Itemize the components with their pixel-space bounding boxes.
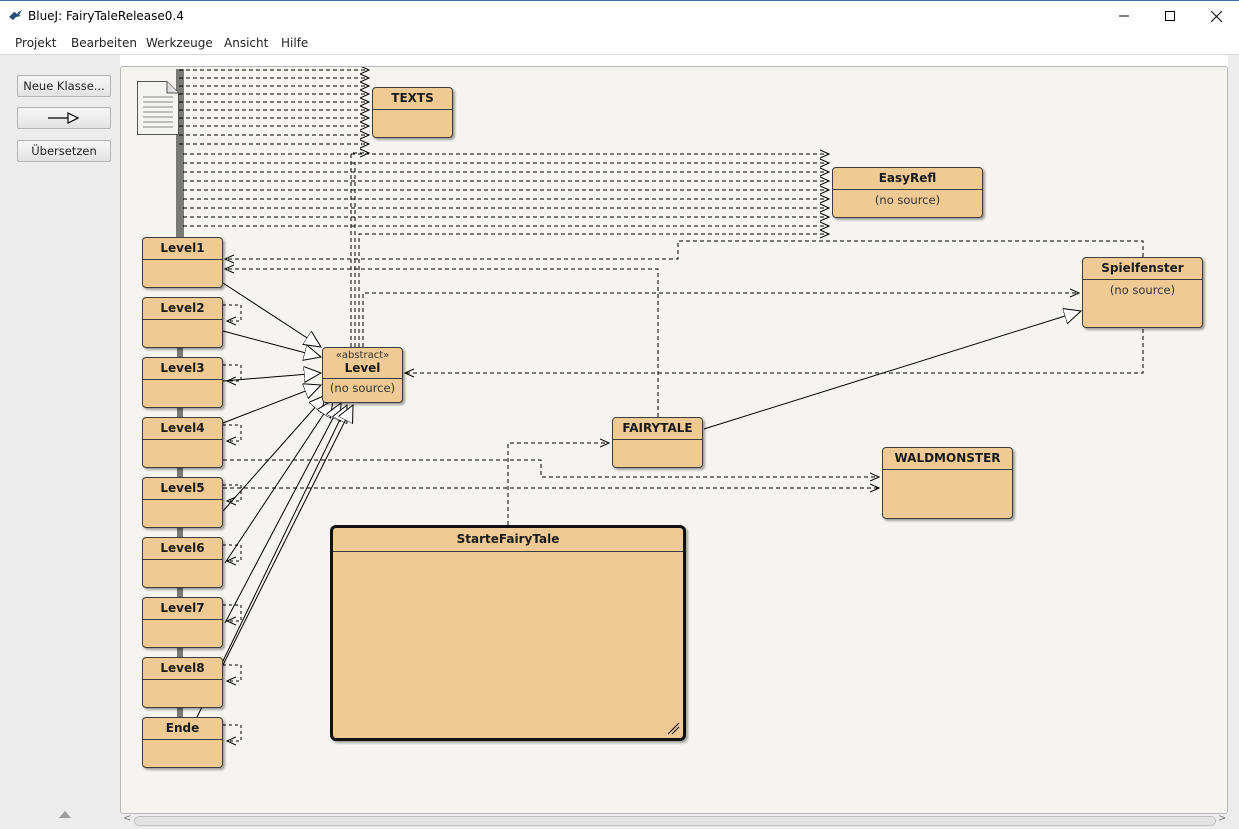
compile-button[interactable]: Übersetzen [17, 140, 111, 162]
class-level4[interactable]: Level4 [142, 417, 223, 468]
title-bar: BlueJ: FairyTaleRelease0.4 [0, 0, 1239, 31]
menu-bearbeiten[interactable]: Bearbeiten [71, 36, 137, 50]
class-name: Level8 [160, 661, 205, 675]
class-name: StarteFairyTale [456, 532, 560, 546]
menu-bar: Projekt Bearbeiten Werkzeuge Ansicht Hil… [0, 31, 1239, 55]
class-name: WALDMONSTER [894, 451, 1001, 465]
class-level8[interactable]: Level8 [142, 657, 223, 708]
class-level7[interactable]: Level7 [142, 597, 223, 648]
close-icon [1210, 10, 1222, 22]
new-uses-arrow-button[interactable] [17, 107, 111, 129]
class-name: Level5 [160, 481, 205, 495]
class-name: Ende [165, 721, 200, 735]
class-level2[interactable]: Level2 [142, 297, 223, 348]
class-easyrefl[interactable]: EasyRefl (no source) [832, 167, 983, 218]
class-name: Level6 [160, 541, 205, 555]
class-level6[interactable]: Level6 [142, 537, 223, 588]
deps-to-easyrefl [183, 154, 829, 347]
class-name: Level7 [160, 601, 205, 615]
class-level-abstract[interactable]: «abstract» Level (no source) [322, 347, 403, 403]
class-waldmonster[interactable]: WALDMONSTER [882, 447, 1013, 519]
class-ende[interactable]: Ende [142, 717, 223, 768]
dependency-arrows [176, 67, 1144, 814]
deps-main [223, 443, 879, 525]
inheritance-arrows [196, 282, 1081, 718]
class-level5[interactable]: Level5 [142, 477, 223, 528]
class-status: (no source) [329, 381, 396, 395]
scroll-right-icon[interactable]: > [1218, 813, 1227, 824]
menu-hilfe[interactable]: Hilfe [281, 36, 309, 50]
scroll-left-icon[interactable]: < [123, 813, 132, 824]
close-button[interactable] [1193, 1, 1239, 31]
resize-handle-icon[interactable] [666, 721, 680, 735]
maximize-button[interactable] [1147, 1, 1193, 31]
new-class-button[interactable]: Neue Klasse... [17, 75, 111, 97]
class-stereotype: «abstract» [335, 350, 390, 361]
class-name: Level4 [160, 421, 205, 435]
class-name: Level1 [160, 241, 205, 255]
class-status: (no source) [874, 193, 941, 207]
maximize-icon [1165, 11, 1175, 21]
deps-to-texts [179, 70, 369, 347]
triangle-up-icon[interactable] [58, 809, 72, 819]
tool-panel: Neue Klasse... Übersetzen [0, 55, 120, 829]
trunk-lines [176, 69, 184, 717]
class-spielfenster[interactable]: Spielfenster (no source) [1082, 257, 1203, 328]
horizontal-scrollbar[interactable]: < > [122, 813, 1227, 826]
class-name: Level [344, 361, 381, 375]
scrollbar-thumb[interactable] [134, 816, 1216, 826]
menu-projekt[interactable]: Projekt [15, 36, 57, 50]
deps-spielfenster [225, 162, 1144, 417]
class-fairytale[interactable]: FAIRYTALE [612, 417, 703, 468]
class-name: Level3 [160, 361, 205, 375]
menu-werkzeuge[interactable]: Werkzeuge [146, 36, 213, 50]
class-name: EasyRefl [878, 171, 937, 185]
class-level3[interactable]: Level3 [142, 357, 223, 408]
right-margin [1228, 55, 1239, 829]
minimize-icon [1119, 15, 1129, 17]
class-startefairytale[interactable]: StarteFairyTale [330, 525, 686, 741]
minimize-button[interactable] [1101, 1, 1147, 31]
class-diagram-canvas[interactable]: TEXTS EasyRefl (no source) Spielfenster … [120, 66, 1228, 814]
class-status: (no source) [1109, 283, 1176, 297]
class-level1[interactable]: Level1 [142, 237, 223, 288]
class-texts[interactable]: TEXTS [372, 87, 453, 138]
class-name: TEXTS [391, 91, 434, 105]
uses-arrow-icon [48, 112, 80, 124]
self-loops [223, 304, 242, 741]
class-name: FAIRYTALE [622, 421, 693, 435]
class-name: Level2 [160, 301, 205, 315]
class-name: Spielfenster [1101, 261, 1184, 275]
readme-document-icon[interactable] [137, 81, 179, 135]
menu-ansicht[interactable]: Ansicht [224, 36, 269, 50]
window-title: BlueJ: FairyTaleRelease0.4 [28, 9, 184, 23]
bluej-bird-icon [9, 10, 22, 20]
